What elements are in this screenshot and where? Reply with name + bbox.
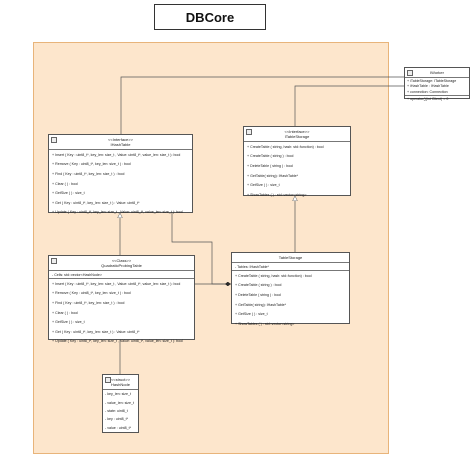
method: + Update ( Key : uint8_t*, key_len: size… [52,339,183,344]
method: + GetSize ( ) : size_t [247,183,280,188]
method: + ShowTables ( ) : std::vector<string> [247,192,307,197]
methods-section: + Insert ( Key : uint8_t*, key_len: size… [49,279,194,346]
class-name: ITableStorage [284,134,310,139]
attributes-section: - Tables: IHashTable* [232,263,349,271]
method: + Find ( Key : uint8_t*, key_len: size_t… [52,300,125,305]
method: + Remove ( Key : uint8_t*, key_len: size… [52,162,131,167]
method: + ShowTables ( ) : std::vector<string> [235,321,295,326]
class-name: QuadraticProbingTable [101,263,142,268]
method: + Get ( Key : uint8_t*, key_len: size_t … [52,200,140,205]
class-icon [407,70,413,76]
struct-icon [105,377,111,383]
method: + Insert ( Key : uint8_t*, key_len: size… [52,152,181,157]
class-stereotype: <<Interface>> [284,129,310,134]
method: + operator()(int Client) = 0 [407,96,449,101]
class-name: TableStorage [278,255,303,260]
method: + Insert ( Key : uint8_t*, key_len: size… [52,281,181,286]
methods-section: + operator()(int Client) = 0 [405,96,469,102]
iworker-ihashtable-link [120,76,404,134]
interface-icon [51,137,57,143]
attribute: - key : uint8_t* [105,417,128,422]
class-name: HashNode [111,382,130,387]
method: + CreateTable ( string, hash: std::funct… [247,144,324,149]
interface-icon [246,129,252,135]
attribute: + iHashTable : IHashTable [407,84,449,89]
tablestorage-class[interactable]: TableStorage - Tables: IHashTable* + Cre… [231,252,350,326]
class-name: IHashTable [110,142,131,147]
method: + GetSize ( ) : size_t [52,320,85,325]
diagram-title: DBCore [154,4,266,30]
attributes-section: - Cells: std::vector<HashNode> [49,271,194,279]
iworker-itablestorage-link [294,85,404,126]
method: + CreateTable ( string, hash: std::funct… [235,273,312,278]
iworker-class[interactable]: IWorker + iTableStorage: ITableStorage +… [404,67,470,102]
method: + GetTable( string): IHashTable* [235,302,287,307]
method: + GetTable( string): IHashTable* [247,173,299,178]
method: + GetSize ( ) : size_t [235,312,268,317]
hashnode-struct[interactable]: <<struct>> HashNode - key_len: size_t - … [102,374,139,433]
class-stereotype: <<Interface>> [108,137,133,142]
attributes-section: - key_len: size_t - value_len: size_t - … [103,390,138,432]
method: + Find ( Key : uint8_t*, key_len: size_t… [52,171,125,176]
method: + Remove ( Key : uint8_t*, key_len: size… [52,291,131,296]
methods-section: + CreateTable ( string, hash: std::funct… [232,271,349,329]
methods-section: + CreateTable ( string, hash: std::funct… [244,142,350,200]
method: + CreateTable ( string ) : bool [235,283,282,288]
class-icon [51,258,57,264]
class-stereotype: <<Class>> [111,258,132,263]
attribute: - value_len: size_t [105,400,134,405]
quadratic-probing-table-class[interactable]: <<Class>> QuadraticProbingTable - Cells:… [48,255,195,343]
method: + Clear ( ) : bool [52,310,78,315]
attribute: - key_len: size_t [105,392,131,397]
method: + GetSize ( ) : size_t [52,191,85,196]
class-stereotype: <<struct>> [110,377,131,382]
attribute: - state: uint8_t [105,408,128,413]
method: + DeleteTable ( string ) : bool [235,292,282,297]
attribute: + connection: Connection [407,89,448,94]
itablestorage-interface[interactable]: <<Interface>> ITableStorage + CreateTabl… [243,126,351,197]
attribute: - Cells: std::vector<HashNode> [52,272,102,277]
method: + Update ( Key : uint8_t*, key_len: size… [52,210,183,215]
attributes-section: + iTableStorage: ITableStorage + iHashTa… [405,78,469,96]
attribute: - value : uint8_t* [105,425,131,430]
method: + Clear ( ) : bool [52,181,78,186]
dbcore-package [33,42,389,454]
ihashtable-interface[interactable]: <<Interface>> IHashTable + Insert ( Key … [48,134,193,214]
method: + DeleteTable ( string ) : bool [247,163,294,168]
method: + CreateTable ( string ) : bool [247,154,294,159]
method: + Get ( Key : uint8_t*, key_len: size_t … [52,329,140,334]
attribute: + iTableStorage: ITableStorage [407,78,457,83]
attribute: - Tables: IHashTable* [235,264,269,269]
methods-section: + Insert ( Key : uint8_t*, key_len: size… [49,150,192,217]
class-name: IWorker [430,70,444,75]
